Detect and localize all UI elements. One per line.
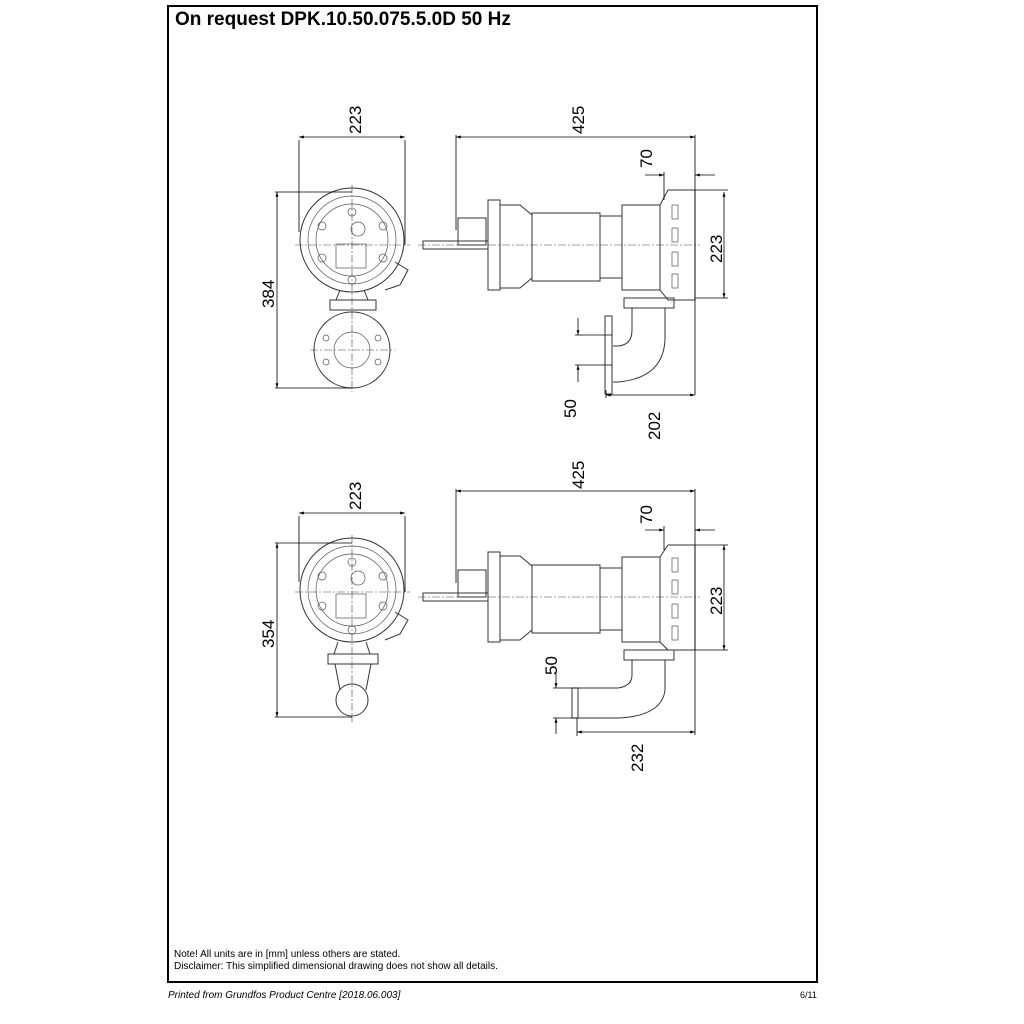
dim-front-height: 384	[259, 280, 278, 308]
dim-inlet-diameter: 223	[707, 587, 726, 615]
side-view-bottom	[418, 544, 700, 719]
printed-from: Printed from Grundfos Product Centre [20…	[168, 990, 401, 1001]
front-view-top	[295, 185, 410, 392]
disclaimer: Disclaimer: This simplified dimensional …	[174, 961, 498, 972]
dim-front-width: 223	[346, 482, 365, 510]
dim-inlet-diameter: 223	[707, 235, 726, 263]
dim-front-width: 223	[346, 106, 365, 134]
side-view-top	[418, 189, 700, 395]
page-title: On request DPK.10.50.075.5.0D 50 Hz	[175, 9, 511, 30]
dim-side-length: 425	[569, 461, 588, 489]
dim-outlet-offset: 202	[645, 412, 664, 440]
dim-outlet-size: 50	[561, 399, 580, 418]
front-view-bottom	[295, 535, 410, 722]
dimensions-top: 223 384 425 70 223 50 202	[259, 106, 728, 440]
dim-front-height: 354	[259, 620, 278, 648]
page-number: 6/11	[800, 990, 817, 1000]
notes: Note! All units are in [mm] unless other…	[174, 949, 498, 973]
dim-inlet-offset: 70	[637, 149, 656, 168]
dim-outlet-size: 50	[542, 656, 561, 675]
dim-inlet-offset: 70	[637, 505, 656, 524]
dimensions-bottom: 223 354 425 70 223 50 232	[259, 461, 728, 772]
dim-side-length: 425	[569, 106, 588, 134]
dim-outlet-offset: 232	[628, 744, 647, 772]
drawing-frame	[167, 5, 818, 983]
units-note: Note! All units are in [mm] unless other…	[174, 949, 401, 960]
